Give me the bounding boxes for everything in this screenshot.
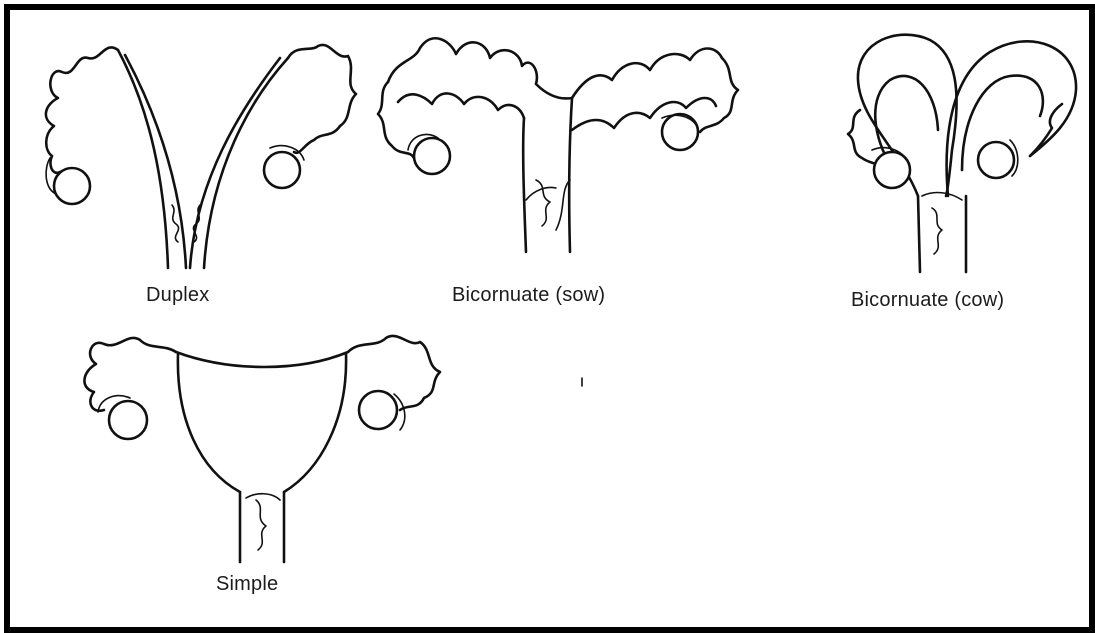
label-duplex: Duplex <box>146 284 209 307</box>
simple-uterus-drawing <box>84 336 440 562</box>
bicornuate-sow-uterus-drawing <box>378 38 738 252</box>
label-bicornuate-sow: Bicornuate (sow) <box>452 284 605 307</box>
label-bicornuate-cow: Bicornuate (cow) <box>851 289 1004 312</box>
label-simple: Simple <box>216 573 278 596</box>
duplex-uterus-drawing <box>46 45 356 268</box>
bicornuate-cow-uterus-drawing <box>848 35 1076 272</box>
